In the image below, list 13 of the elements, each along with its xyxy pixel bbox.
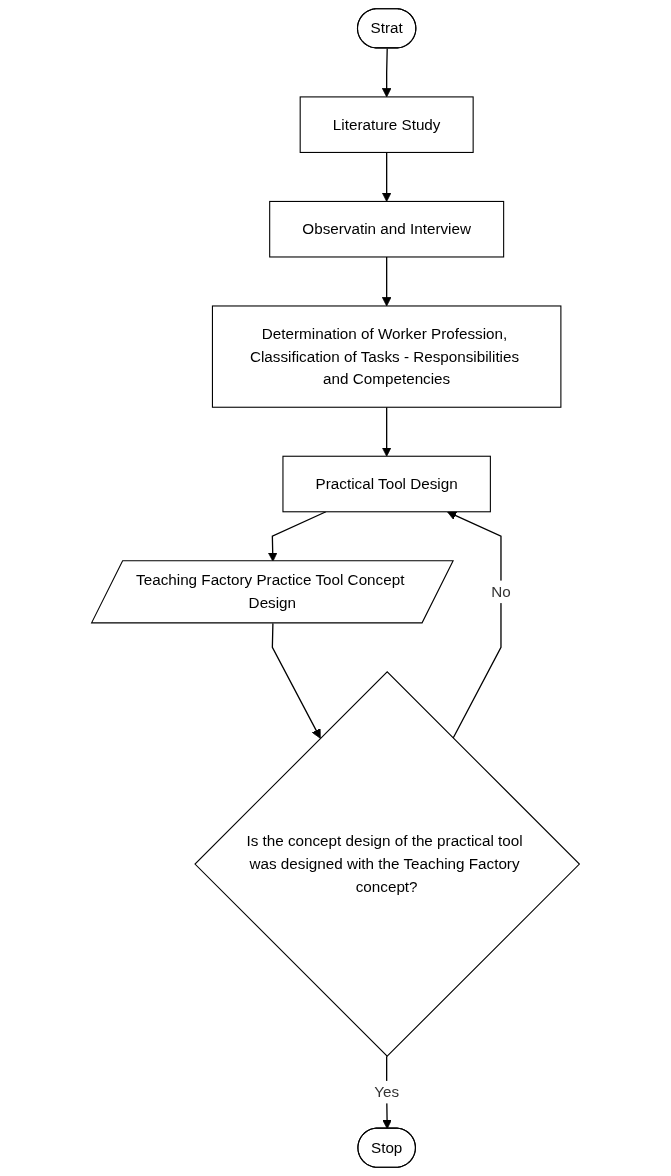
node-box: Literature Study [299,96,474,153]
node-box: Observatin and Interview [269,200,505,258]
arrow [271,622,321,739]
arrow [446,511,502,739]
arrow [381,406,392,457]
edge-label: No [491,582,511,600]
node-box: Practical Tool Design [282,455,491,513]
arrow [381,47,392,98]
node-box: Determination of Worker Profession, Classification of Tasks - Responsibilities and Competencies [211,305,562,408]
arrow [381,151,392,202]
arrow [381,256,392,307]
node-diamond: Is the concept design of the practical tool was designed with the Teaching Factory concept? [194,671,581,1057]
edge-label: Yes [374,1082,400,1101]
